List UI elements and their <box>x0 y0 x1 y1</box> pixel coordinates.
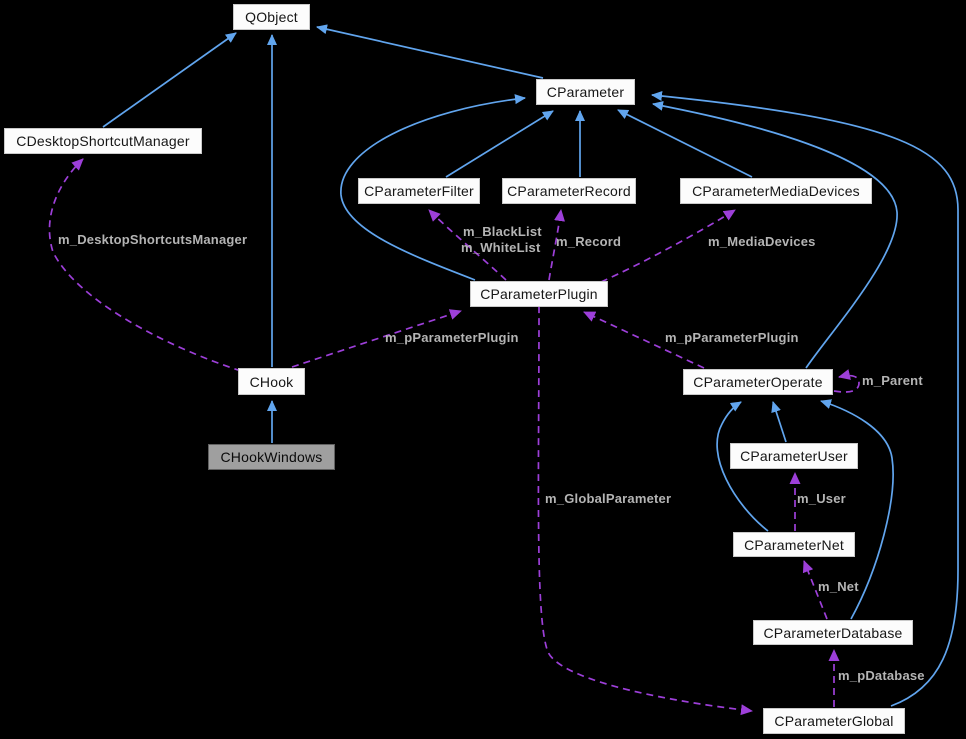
class-node-chookwindows[interactable]: CHookWindows <box>208 444 335 470</box>
class-node-cparametermediadevices[interactable]: CParameterMediaDevices <box>680 178 872 204</box>
class-node-cparameterdatabase[interactable]: CParameterDatabase <box>753 620 913 645</box>
class-node-cparameterplugin[interactable]: CParameterPlugin <box>470 281 608 307</box>
edge-label-m-pdatabase: m_pDatabase <box>838 668 925 683</box>
edge-label-m-whitelist: m_WhiteList <box>461 240 541 255</box>
class-node-cparameter[interactable]: CParameter <box>536 79 635 105</box>
edge-usage-cparameteroperate-self-parent <box>833 369 860 393</box>
edge-label-m-net: m_Net <box>818 579 859 594</box>
class-node-cparameterglobal[interactable]: CParameterGlobal <box>763 708 905 734</box>
class-node-chook[interactable]: CHook <box>238 368 305 395</box>
class-node-cparameternet[interactable]: CParameterNet <box>733 532 855 557</box>
class-node-cparameteruser[interactable]: CParameterUser <box>730 443 858 469</box>
edge-inherit-cparameteruser-cparameteroperate <box>771 401 787 443</box>
class-node-cparameterrecord[interactable]: CParameterRecord <box>502 178 636 204</box>
class-node-cdesktopshortcutmanager[interactable]: CDesktopShortcutManager <box>4 128 202 154</box>
edge-usage-cparameteroperate-cparameterplugin <box>583 311 705 369</box>
edge-usage-chook-cparameterplugin <box>291 309 462 368</box>
edge-usage-cparameterplugin-cparametermediadevices <box>600 209 736 283</box>
edge-inherit-cparameterglobal-cparameter <box>651 91 959 707</box>
class-node-cparameterfilter[interactable]: CParameterFilter <box>358 178 480 204</box>
edge-label-m-record: m_Record <box>556 234 622 249</box>
edge-inherit-cparameter-qobject <box>316 24 544 79</box>
edge-label-m-blacklist: m_BlackList <box>463 224 542 239</box>
class-node-qobject[interactable]: QObject <box>233 4 310 30</box>
edge-inherit-cparameteroperate-cparameter <box>652 100 898 369</box>
edge-label-m-parent: m_Parent <box>862 373 923 388</box>
edge-usage-cparameterdatabase-cparameternet <box>802 560 828 620</box>
edge-usage-cparameterplugin-cparameterrecord <box>548 209 565 281</box>
edge-inherit-cdesktopshortcutmanager-qobject <box>102 32 237 128</box>
class-node-cparameteroperate[interactable]: CParameterOperate <box>683 369 833 395</box>
edge-usage-chook-cdesktopshortcutmanager <box>48 158 242 372</box>
edge-label-m-pparameterplugin-left: m_pParameterPlugin <box>385 330 519 345</box>
edge-inherit-cparameterplugin-cparameter <box>340 94 526 281</box>
edge-label-m-globalparameter: m_GlobalParameter <box>545 491 672 506</box>
edge-usage-cparameterplugin-cparameterglobal <box>537 305 753 716</box>
edge-inherit-cparameterdatabase-cparameteroperate <box>820 399 894 620</box>
edge-label-m-mediadevices: m_MediaDevices <box>708 234 816 249</box>
edge-inherit-cparameternet-cparameteroperate <box>716 401 769 532</box>
edge-label-m-desktopshortcutsmanager: m_DesktopShortcutsManager <box>58 232 248 247</box>
edge-label-m-pparameterplugin-right: m_pParameterPlugin <box>665 330 799 345</box>
edge-label-m-user: m_User <box>797 491 846 506</box>
edge-inherit-cparameterfilter-cparameter <box>445 110 554 178</box>
edge-inherit-cparametermediadevices-cparameter <box>617 109 753 178</box>
